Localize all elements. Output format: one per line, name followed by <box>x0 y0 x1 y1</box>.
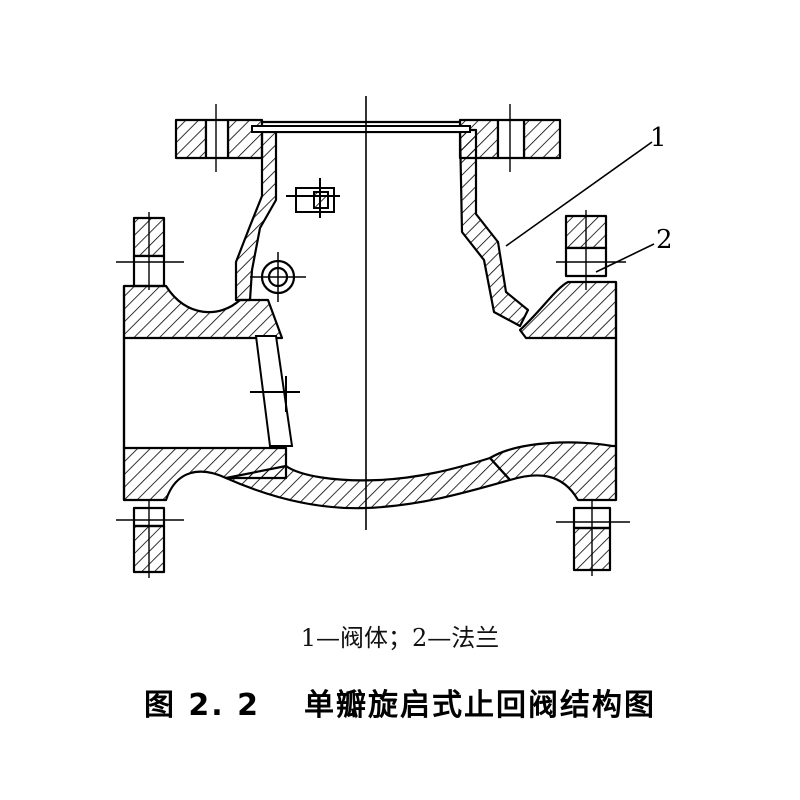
side-boss <box>286 178 340 218</box>
body-outline <box>122 282 618 500</box>
callout-2: 2 <box>656 225 673 255</box>
figure-label: 图 2. 2 <box>143 688 261 723</box>
figure-caption: 图 2. 2 单瓣旋启式止回阀结构图 <box>0 680 800 724</box>
top-flange-left <box>174 118 264 160</box>
callout-1: 1 <box>650 123 667 153</box>
parts-legend: 1—阀体；2—法兰 <box>300 624 500 652</box>
right-end-flange <box>488 214 618 572</box>
figure-title: 单瓣旋启式止回阀结构图 <box>304 688 657 723</box>
bottom-body-wall <box>224 456 512 510</box>
bolt-centerlines <box>116 104 630 578</box>
hinge-pin <box>250 252 306 302</box>
cover-plate <box>251 125 471 133</box>
valve-disc <box>250 335 300 447</box>
leader-lines <box>505 141 655 273</box>
valve-section-drawing: 1 2 <box>116 96 673 578</box>
right-neck-wall <box>458 128 530 328</box>
